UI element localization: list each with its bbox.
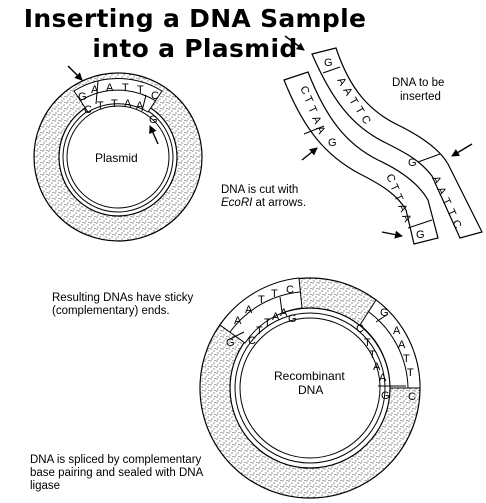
recombinant-base: A bbox=[393, 325, 401, 337]
plasmid-base: A bbox=[106, 82, 114, 94]
recombinant-base: T bbox=[264, 317, 271, 329]
insert-base: G bbox=[408, 157, 417, 169]
plasmid-ecori-site bbox=[73, 78, 163, 113]
recombinant-base: G bbox=[226, 337, 235, 349]
recombinant-right-inner-bases: C T T A A G bbox=[356, 323, 390, 402]
recombinant-right-outer-bases: G A A T T C bbox=[380, 307, 416, 403]
ligase-caption: DNA is spliced by complementary base pai… bbox=[30, 454, 203, 493]
recombinant-ring bbox=[199, 277, 421, 499]
ecori-enzyme-name: EcoRI bbox=[221, 197, 253, 209]
plasmid-cut-arrow-top-icon bbox=[67, 65, 83, 81]
recombinant-base: G bbox=[380, 307, 389, 319]
plasmid-base: A bbox=[91, 84, 99, 96]
recombinant-base: G bbox=[381, 390, 390, 402]
recombinant-base: C bbox=[356, 323, 364, 335]
plasmid-base: A bbox=[124, 98, 132, 110]
plasmid-base: T bbox=[97, 100, 104, 112]
insert-base: T bbox=[444, 207, 458, 218]
diagram-title-line2: into a Plasmid bbox=[92, 34, 298, 63]
recombinant-base: G bbox=[288, 313, 297, 325]
plasmid-top-strand: G A A T T C bbox=[78, 82, 159, 103]
sticky-ends-caption-line1: Resulting DNAs have sticky bbox=[52, 292, 194, 304]
recombinant-base: T bbox=[364, 337, 371, 349]
plasmid-base: G bbox=[78, 91, 87, 103]
plasmid-base: G bbox=[149, 114, 158, 126]
recombinant-base: C bbox=[286, 284, 294, 296]
recombinant-base: A bbox=[280, 307, 288, 319]
dna-to-insert-label-line2: inserted bbox=[400, 91, 441, 103]
recombinant-base: A bbox=[373, 361, 381, 373]
ecori-caption-suffix: at arrows. bbox=[252, 197, 307, 209]
recombinant-base: C bbox=[408, 391, 416, 403]
ligase-caption-line3: ligase bbox=[30, 480, 61, 492]
recombinant-base: T bbox=[403, 353, 410, 365]
ecori-caption-line2: EcoRI at arrows. bbox=[221, 197, 306, 210]
insert-base: T bbox=[387, 182, 401, 193]
recombinant-base: A bbox=[272, 311, 280, 323]
plasmid-base: T bbox=[137, 84, 144, 96]
recombinant-base: A bbox=[379, 372, 387, 384]
insert-base: T bbox=[305, 104, 319, 115]
insert-cut-arrow-bottom-icon bbox=[381, 230, 403, 239]
insert-base: T bbox=[391, 192, 405, 203]
recombinant-base: A bbox=[398, 339, 406, 351]
insert-lower-strand bbox=[283, 71, 439, 245]
plasmid-base: A bbox=[136, 100, 144, 112]
recombinant-base: T bbox=[256, 325, 263, 337]
recombinant-base: C bbox=[248, 335, 256, 347]
insert-base: T bbox=[439, 196, 453, 207]
plasmid-label: Plasmid bbox=[95, 151, 138, 165]
plasmid-bottom-strand: C T T A A G bbox=[84, 98, 158, 126]
recombinant-base: A bbox=[245, 304, 253, 316]
insert-cut-arrow-left-icon bbox=[301, 147, 318, 161]
ligase-caption-line1: DNA is spliced by complementary bbox=[30, 454, 202, 466]
plasmid-cut-arrow-bottom-icon bbox=[149, 125, 159, 145]
insert-base: G bbox=[328, 137, 337, 149]
dna-to-insert-label-line1: DNA to be bbox=[392, 77, 444, 89]
recombinant-base: T bbox=[258, 294, 265, 306]
plasmid-base: T bbox=[122, 82, 129, 94]
recombinant-right-junction bbox=[359, 299, 421, 389]
plasmid-base: C bbox=[84, 104, 92, 116]
insert-base: G bbox=[324, 57, 333, 69]
ecori-caption: DNA is cut with EcoRI at arrows. bbox=[221, 184, 306, 210]
recombinant-base: A bbox=[234, 315, 242, 327]
diagram-title-line1: Inserting a DNA Sample bbox=[23, 4, 367, 33]
sticky-ends-caption-line2: (complementary) ends. bbox=[52, 305, 170, 317]
sticky-ends-caption: Resulting DNAs have sticky (complementar… bbox=[52, 292, 193, 318]
insert-base: G bbox=[416, 229, 425, 241]
insert-upper-strand bbox=[311, 47, 483, 239]
recombinant-left-junction bbox=[219, 277, 303, 344]
insert-cut-arrow-right-icon bbox=[451, 143, 473, 157]
insert-lower-right-bases: C T T A A G bbox=[383, 172, 424, 241]
recombinant-left-outer-bases: G A A T T C bbox=[226, 284, 294, 349]
recombinant-base: T bbox=[369, 349, 376, 361]
insert-cut-arrow-top-icon bbox=[284, 35, 305, 51]
recombinant-base: T bbox=[407, 367, 414, 379]
insert-base: T bbox=[301, 94, 315, 105]
recombinant-left-inner-bases: C T T A A G bbox=[248, 307, 297, 347]
plasmid-base: T bbox=[111, 98, 118, 110]
ecori-caption-line1: DNA is cut with bbox=[221, 184, 299, 196]
recombinant-base: T bbox=[271, 288, 278, 300]
ligase-caption-line2: base pairing and sealed with DNA bbox=[30, 467, 204, 479]
plasmid-ring bbox=[33, 72, 203, 242]
recombinant-label-line2: DNA bbox=[298, 383, 323, 397]
plasmid-base: C bbox=[151, 90, 159, 102]
recombinant-label-line1: Recombinant bbox=[274, 369, 345, 383]
